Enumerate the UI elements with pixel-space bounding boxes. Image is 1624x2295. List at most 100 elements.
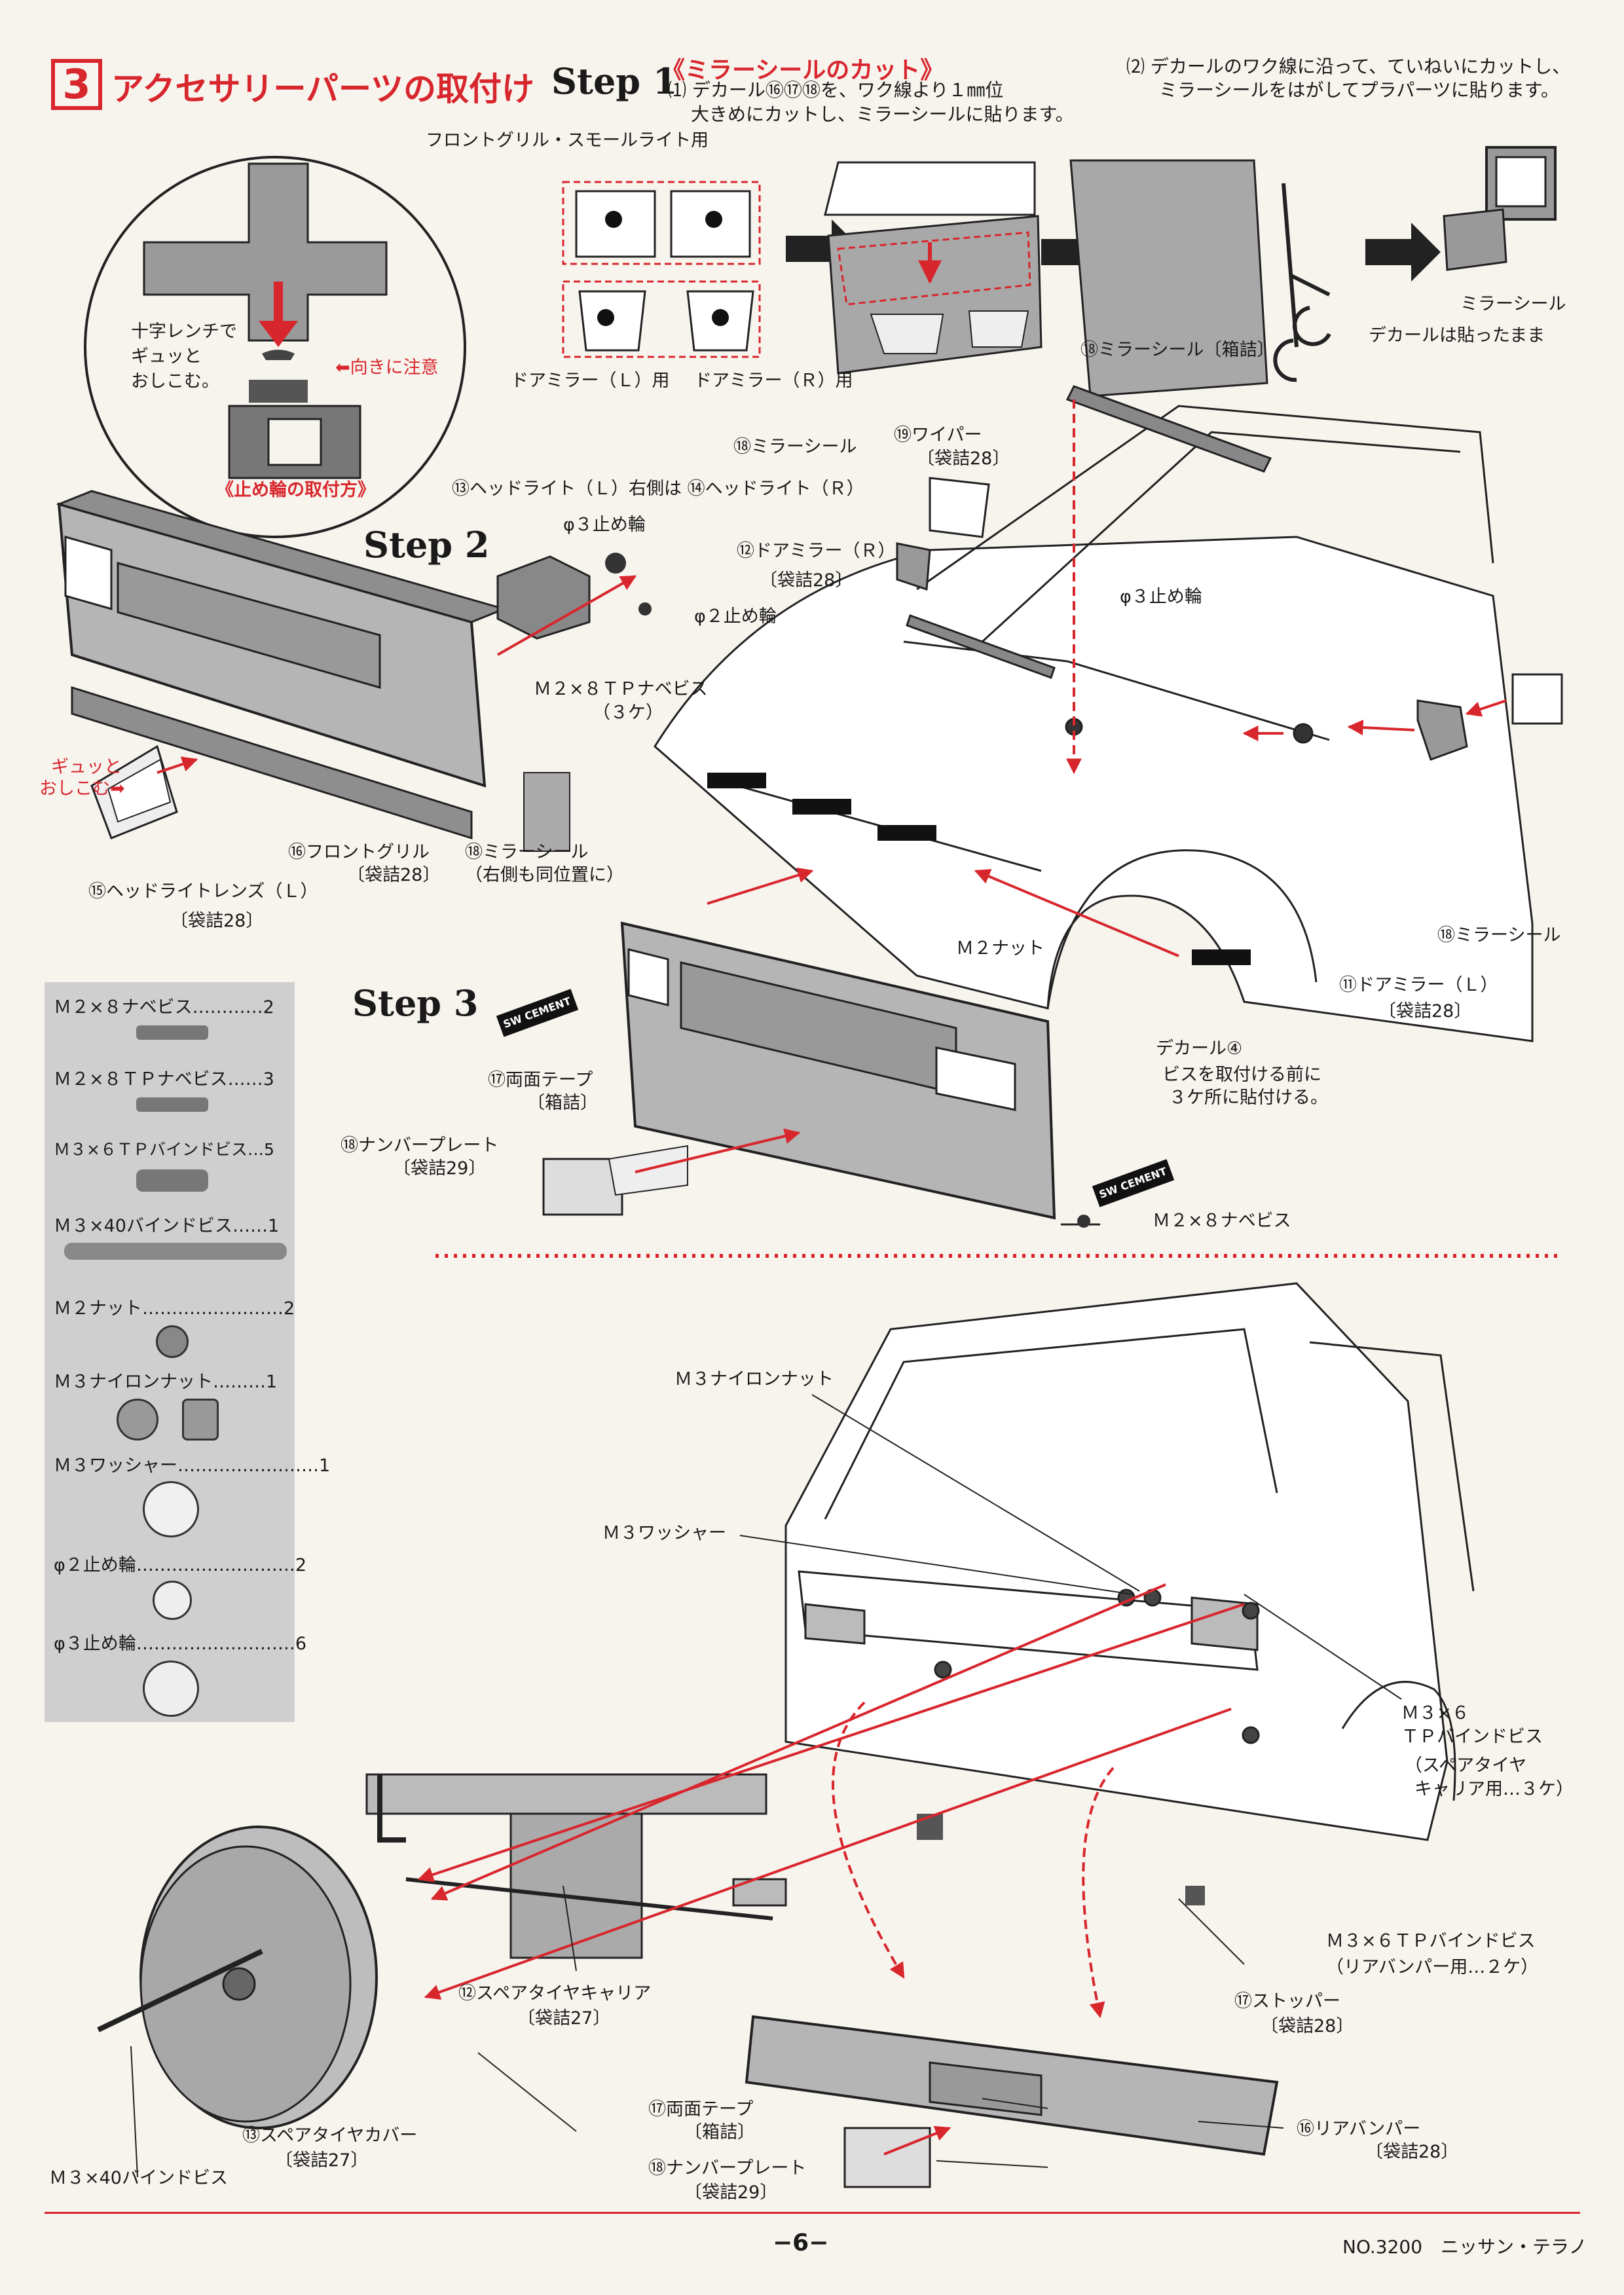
tp-screw-icon <box>136 1097 208 1112</box>
orientation-note: ⬅向きに注意 <box>335 358 439 378</box>
rear-tape-box: 〔箱詰〕 <box>684 2122 755 2142</box>
nylon-nut-icon <box>117 1399 158 1441</box>
snap-ring-circle <box>84 156 466 538</box>
tape-box: 〔箱詰〕 <box>527 1093 598 1113</box>
decal4-note-1: ビスを取付ける前に <box>1162 1065 1321 1085</box>
mirror-seal-box-label: ⑱ミラーシール〔箱詰〕 <box>1080 340 1275 360</box>
parts-item: Ｍ２×８ＴＰナベビス……3 <box>54 1069 274 1090</box>
ring2-label: φ２止め輪 <box>694 606 777 627</box>
push-label-2: おしこむ➡ <box>39 779 125 799</box>
front-grille-label: ⑯フロントグリル <box>288 842 430 862</box>
rear-tp-bumper-2: （リアバンパー用…２ケ） <box>1326 1957 1539 1977</box>
front-grille-bag: 〔袋詰28〕 <box>347 865 441 885</box>
scissors-icon <box>1273 183 1331 382</box>
rear-arrows <box>417 1583 1245 2156</box>
tape-label: ⑰両面テープ <box>488 1070 593 1090</box>
rear-tp-bind-3: （スペアタイヤ <box>1405 1755 1527 1776</box>
step1-note1-line1: ⑴ デカール⑯⑰⑱を、ワク線より１㎜位 <box>668 79 1004 101</box>
ring3-icon <box>143 1661 199 1717</box>
door-mirror-r-bag: 〔袋詰28〕 <box>760 570 853 591</box>
nylon-nut-side-icon <box>182 1399 219 1441</box>
carrier-label: ⑫スペアタイヤキャリア <box>458 1983 652 2004</box>
parts-item: Ｍ２×８ナベビス…………2 <box>54 997 274 1018</box>
rear-nylon-nut-label: Ｍ３ナイロンナット <box>674 1369 834 1389</box>
circle-text-1: 十字レンチで <box>131 321 237 342</box>
decal-sheets <box>562 146 1557 397</box>
lens-label: ⑮ヘッドライトレンズ（Ｌ） <box>88 881 318 902</box>
parts-item: Ｍ３×40バインドビス……1 <box>54 1216 280 1236</box>
circle-text-3: おしこむ。 <box>131 371 219 392</box>
tp-screws-label: Ｍ２×８ＴＰナベビス <box>534 679 708 699</box>
grille-light-label: フロントグリル・スモールライト用 <box>426 130 709 151</box>
mirror-seal-label: ミラーシール <box>1460 294 1566 314</box>
page-number: −6− <box>773 2230 829 2256</box>
door-mirror-r-label: ドアミラー（Ｒ）用 <box>694 371 853 391</box>
bumper-bag: 〔袋詰28〕 <box>1365 2142 1459 2162</box>
parts-item: Ｍ３ワッシャー……………………1 <box>54 1456 331 1476</box>
mirror-seal-grille-label: ⑱ミラーシール <box>465 842 589 862</box>
bind-screw-icon <box>136 1169 208 1192</box>
bumper-label: ⑯リアバンパー <box>1297 2119 1421 2139</box>
tire-cover-bag: 〔袋詰27〕 <box>275 2150 369 2171</box>
pan-screw-icon <box>136 1025 208 1040</box>
body-mirror-seal-right: ⑱ミラーシール <box>1437 925 1561 946</box>
door-mirror-l-part: ⑪ドアミラー（Ｌ） <box>1339 975 1498 995</box>
wiper-bag: 〔袋詰28〕 <box>917 449 1010 469</box>
parts-item: Ｍ３×６ＴＰバインドビス…5 <box>54 1140 274 1159</box>
parts-item: φ２止め輪………………………2 <box>54 1555 306 1575</box>
car-body-rear <box>784 1282 1475 1841</box>
step3-label: Step 3 <box>352 982 479 1024</box>
grille-step3 <box>542 867 1100 1228</box>
circle-text-2: ギュッと <box>131 346 202 367</box>
front-grille-drawing <box>56 490 652 852</box>
door-mirror-l-label: ドアミラー（Ｌ）用 <box>511 371 670 391</box>
decal4-note-2: ３ケ所に貼付ける。 <box>1169 1088 1328 1108</box>
body-arrows <box>974 399 1507 957</box>
plate-bag: 〔袋詰29〕 <box>393 1158 487 1179</box>
step1-label: Step 1 <box>551 60 678 102</box>
step1-subtitle: 《ミラーシールのカット》 <box>661 57 944 84</box>
cross-wrench-icon <box>143 162 388 342</box>
stopper-bag: 〔袋詰28〕 <box>1261 2016 1354 2036</box>
carrier-bag: 〔袋詰27〕 <box>517 2008 611 2029</box>
arrow-left-icon: ⬅ <box>335 358 350 378</box>
section-title: アクセサリーパーツの取付け <box>111 70 534 108</box>
ring3-label: φ３止め輪 <box>563 515 646 535</box>
parts-item: φ３止め輪………………………6 <box>54 1634 306 1654</box>
rear-tp-bind-4: キャリア用…３ケ） <box>1414 1779 1574 1799</box>
ring2-icon <box>153 1581 192 1620</box>
step3-screw-label: Ｍ２×８ナベビス <box>1153 1211 1291 1231</box>
rear-tape-label: ⑰両面テープ <box>648 2099 754 2120</box>
rear-plate-bag: 〔袋詰29〕 <box>684 2182 778 2203</box>
push-label-1: ギュッと <box>51 757 122 777</box>
long-screw-icon <box>64 1243 287 1260</box>
plate-label: ⑱ナンバープレート <box>341 1135 499 1156</box>
parts-item: Ｍ２ナット……………………2 <box>54 1298 295 1319</box>
tp-screws-qty: （３ケ） <box>593 703 663 723</box>
stopper-label: ⑰ストッパー <box>1234 1991 1340 2011</box>
body-mirror-seal-top: ⑱ミラーシール <box>733 437 857 457</box>
spare-tire-assembly <box>97 1773 1279 2188</box>
body-ring3-label: φ３止め輪 <box>1120 587 1202 607</box>
car-body-front <box>654 385 1563 1042</box>
mirror-seal-grille-note: （右側も同位置に） <box>465 865 624 885</box>
rear-tp-bind-1: Ｍ３×６ <box>1401 1703 1469 1723</box>
step2-label: Step 2 <box>363 524 490 566</box>
arrow-right-icon: ➡ <box>110 779 125 799</box>
circle-caption: 《止め輪の取付方》 <box>216 480 375 500</box>
washer-icon <box>143 1481 199 1537</box>
door-mirror-r-part: ⑫ドアミラー（Ｒ） <box>737 541 896 561</box>
parts-list-panel: Ｍ２×８ナベビス…………2 Ｍ２×８ＴＰナベビス……3 Ｍ３×６ＴＰバインドビス… <box>45 982 330 1722</box>
m2-nut-label: Ｍ２ナット <box>956 938 1044 959</box>
step1-note1-line2: 大きめにカットし、ミラーシールに貼ります。 <box>691 103 1074 125</box>
rear-tp-bumper: Ｍ３×６ＴＰバインドビス <box>1326 1931 1536 1951</box>
rear-tp-bind-2: ＴＰバインドビス <box>1401 1727 1543 1747</box>
headlight-label: ⑬ヘッドライト（Ｌ）右側は ⑭ヘッドライト（Ｒ） <box>452 479 864 499</box>
long-screw-label: Ｍ３×40バインドビス <box>49 2168 228 2188</box>
step1-note2-line2: ミラーシールをはがしてプラパーツに貼ります。 <box>1159 79 1559 101</box>
wiper-label: ⑲ワイパー <box>894 425 982 445</box>
decal4-label: デカール④ <box>1156 1038 1243 1059</box>
door-mirror-l-bag: 〔袋詰28〕 <box>1378 1001 1472 1021</box>
lens-bag: 〔袋詰28〕 <box>170 911 264 931</box>
